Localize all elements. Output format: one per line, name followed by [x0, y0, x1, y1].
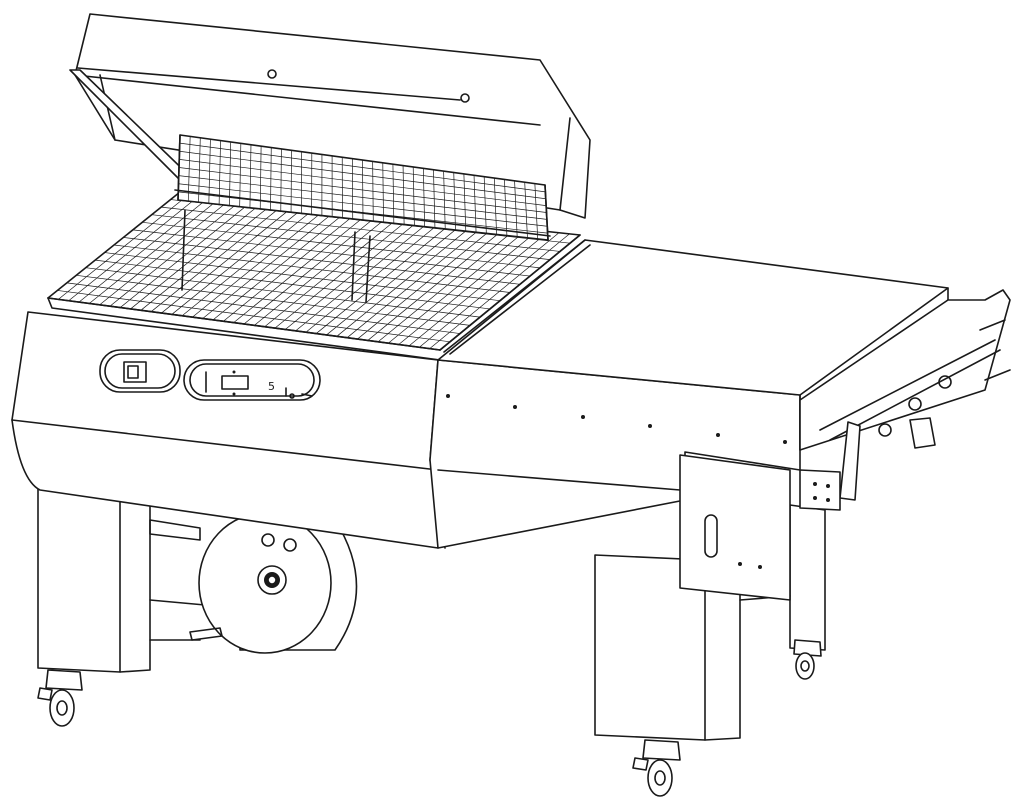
hinge-pin: [460, 93, 470, 103]
lid-wire-basket: [174, 134, 551, 303]
side-handle: [704, 514, 718, 558]
right-leg-frame: [594, 504, 826, 741]
side-panel: [679, 454, 791, 601]
caster-front-left: [37, 669, 83, 727]
panel-number-label: 5: [268, 380, 275, 393]
control-display-housing: [183, 359, 321, 401]
film-roll: [189, 512, 358, 654]
control-panel: 5: [99, 349, 321, 401]
outfeed-conveyor: [799, 289, 1011, 511]
caster-rear-right: [793, 639, 822, 680]
wire-tray: [47, 191, 591, 361]
main-switch[interactable]: [123, 361, 147, 383]
hinge-pin: [267, 69, 277, 79]
caster-front-right: [632, 739, 681, 797]
display-screen: [221, 375, 249, 390]
